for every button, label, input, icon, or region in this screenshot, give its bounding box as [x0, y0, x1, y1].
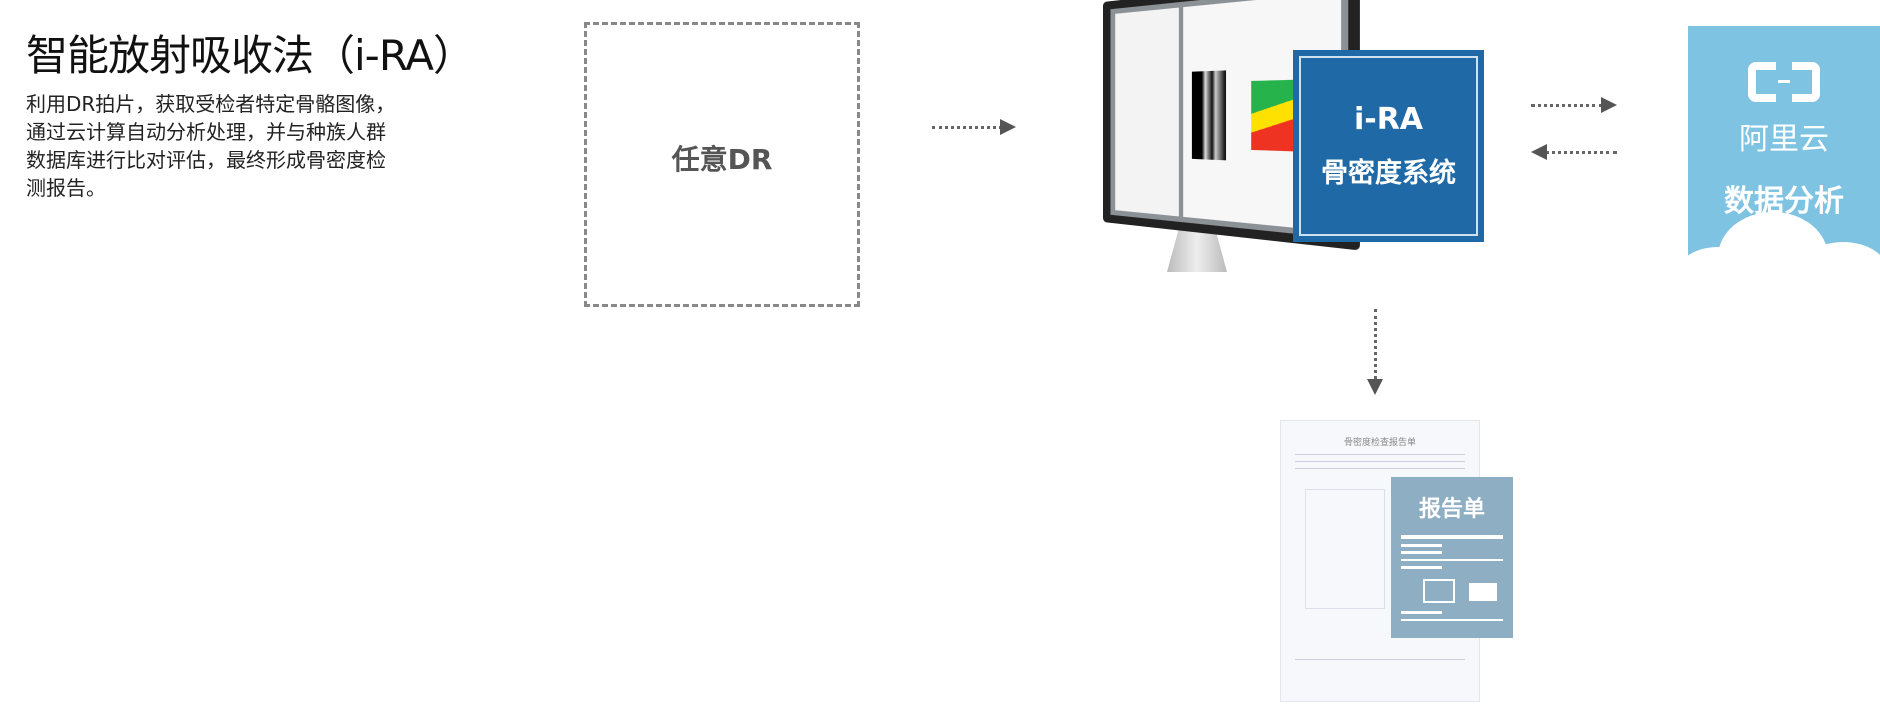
aliyun-logo-icon	[1748, 62, 1820, 102]
description-line: 数据库进行比对评估，最终形成骨密度检	[26, 148, 386, 172]
description-line: 通过云计算自动分析处理，并与种族人群	[26, 120, 386, 144]
description-line: 测报告。	[26, 176, 106, 200]
description: 利用DR拍片，获取受检者特定骨骼图像， 通过云计算自动分析处理，并与种族人群 数…	[26, 90, 476, 202]
report-xray-figure	[1305, 489, 1385, 609]
arrow-left-icon	[1531, 144, 1617, 160]
ira-subtitle: 骨密度系统	[1321, 158, 1456, 189]
ira-system-box: i-RA 骨密度系统	[1293, 50, 1484, 242]
report-card-label: 报告单	[1418, 497, 1485, 522]
arrow-down-icon	[1367, 309, 1383, 395]
any-dr-label: 任意DR	[671, 142, 773, 176]
arrow-right-icon	[1531, 97, 1617, 113]
page-title: 智能放射吸收法（i-RA）	[26, 31, 475, 80]
any-dr-box: 任意DR	[584, 22, 860, 307]
aliyun-brand: 阿里云	[1739, 122, 1829, 157]
xray-image	[1192, 70, 1227, 161]
arrow-right-icon	[932, 119, 1016, 135]
ira-title: i-RA	[1353, 102, 1424, 137]
description-line: 利用DR拍片，获取受检者特定骨骼图像，	[26, 92, 396, 116]
aliyun-panel: 阿里云 数据分析	[1688, 26, 1880, 282]
report-card: 报告单	[1391, 477, 1513, 638]
screen-left-pane	[1115, 7, 1180, 217]
report-doc-title: 骨密度检查报告单	[1343, 438, 1416, 448]
monitor-image	[1097, 0, 1360, 275]
